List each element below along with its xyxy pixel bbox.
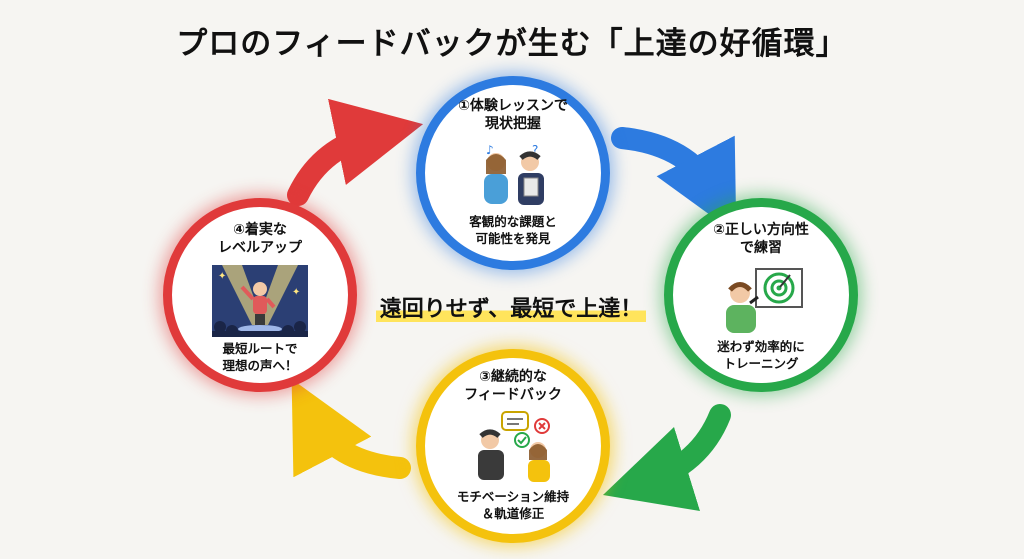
arrow-blue [611,127,737,235]
target-practice-icon [726,268,803,333]
center-message: 遠回りせず、最短で上達！ [355,291,667,323]
step-4-desc-1: 最短ルートで [222,341,298,356]
svg-text:✦: ✦ [218,271,226,282]
step-2-desc-1: 迷わず効率的に [717,339,805,354]
step-3-title-1: ③継続的な [479,369,547,385]
arrow-green [602,404,731,512]
step-1-desc-2: 可能性を発見 [475,231,551,246]
svg-text:?: ? [532,143,538,157]
step-4-circle: ④着実な レベルアップ ✦ ✦ 最短ルートで 理想の声へ！ [163,198,357,392]
step-3-circle: ③継続的な フィードバック モチベーション維持 ＆軌道修正 [416,349,610,543]
arrow-red [287,98,424,206]
step-3-desc-1: モチベーション維持 [456,489,570,504]
step-1-desc-1: 客観的な課題と [469,214,557,229]
arrow-yellow [291,379,411,479]
step-2-title-1: ②正しい方向性 [713,222,809,238]
step-1-circle: ①体験レッスンで 現状把握 ♪ ? 客観的な課題と 可能性を発見 [416,76,610,270]
step-3-title-2: フィードバック [464,387,562,403]
step-2-title-2: で練習 [740,240,782,256]
step-1-title-1: ①体験レッスンで [458,98,568,114]
page-title: プロのフィードバックが生む「上達の好循環」 [176,26,848,62]
step-4-title-2: レベルアップ [218,240,302,256]
feedback-chat-icon [478,411,550,482]
step-2-desc-2: トレーニング [723,356,799,371]
step-1-title-2: 現状把握 [485,116,541,132]
step-4-title-1: ④着実な [233,222,287,238]
step-3-desc-2: ＆軌道修正 [481,506,545,521]
step-4-desc-2: 理想の声へ！ [222,358,298,373]
svg-text:♪: ♪ [486,143,494,157]
step-2-circle: ②正しい方向性 で練習 迷わず効率的に トレーニング [664,198,858,392]
teacher-student-icon: ♪ ? [484,143,544,205]
svg-text:✦: ✦ [292,287,300,298]
stage-singer-icon: ✦ ✦ [212,265,308,337]
